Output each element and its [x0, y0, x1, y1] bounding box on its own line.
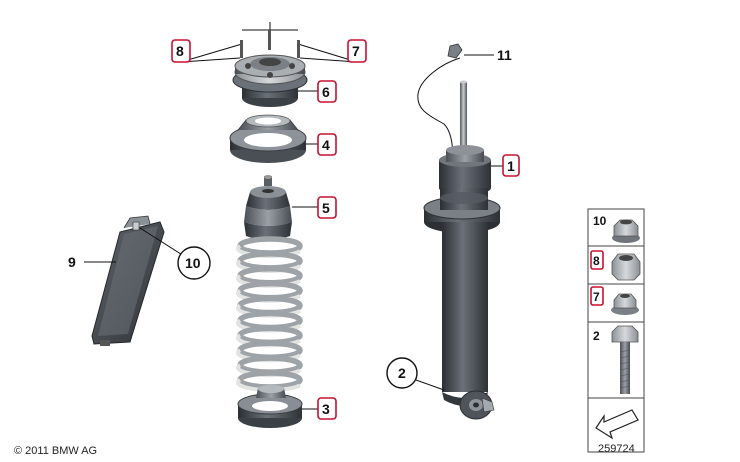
- arrow-symbol-icon: [595, 409, 639, 440]
- callout-badge-6: [317, 80, 337, 103]
- callout-11: 11: [497, 47, 512, 63]
- hardware-badge-8: [590, 250, 604, 270]
- callout-badge-7: [347, 39, 367, 63]
- callout-9: 9: [68, 254, 76, 270]
- spring-coil: [237, 370, 303, 390]
- spring-coil: [237, 251, 303, 271]
- upper-spring-pad: [229, 114, 307, 163]
- callout-8: 8: [176, 43, 184, 59]
- copyright-text: © 2011 BMW AG: [14, 445, 97, 457]
- callout-badge-3: [317, 397, 337, 420]
- callout-2: 2: [398, 365, 406, 381]
- callout-badge-8: [171, 39, 191, 63]
- spring-coil: [237, 280, 303, 301]
- spring-coil: [237, 310, 303, 331]
- hardware-label-2: 2: [593, 329, 600, 343]
- spring-coil: [237, 340, 303, 360]
- coil-spring: [236, 236, 303, 393]
- shock-absorber: [417, 43, 501, 420]
- callout-badge-5: [317, 196, 337, 219]
- hex-nut-icon: [611, 253, 641, 281]
- hardware-label-8: 8: [593, 254, 600, 268]
- flange-nut-icon: [612, 219, 640, 243]
- collar-nut-icon: [611, 293, 639, 315]
- callout-1: 1: [507, 158, 515, 174]
- callout-5: 5: [322, 200, 330, 216]
- hardware-label-10: 10: [593, 214, 607, 228]
- hardware-badge-7: [590, 286, 604, 306]
- spring-coil: [237, 355, 303, 375]
- callout-4: 4: [322, 137, 330, 153]
- callout-badge-1: [502, 154, 520, 177]
- bolt-icon: [611, 325, 639, 394]
- hardware-panel: 10 8 7 2: [587, 208, 645, 453]
- callout-10: 10: [185, 255, 201, 271]
- hardware-label-7: 7: [593, 290, 600, 304]
- spring-coil: [237, 325, 303, 346]
- callout-circle-10: [177, 246, 211, 280]
- callout-3: 3: [322, 401, 330, 417]
- spring-coil: [237, 295, 303, 316]
- top-mount: [180, 22, 358, 107]
- lower-spring-pad: [237, 385, 303, 428]
- callout-badge-4: [317, 133, 337, 156]
- damper-control-module: [91, 215, 165, 346]
- callout-circle-2: [386, 357, 418, 389]
- bump-stop: [244, 175, 292, 240]
- callout-6: 6: [322, 84, 330, 100]
- diagram-number: 259724: [598, 443, 635, 455]
- spring-coil: [237, 266, 303, 286]
- spring-coil: [237, 236, 303, 256]
- callout-7: 7: [352, 43, 360, 59]
